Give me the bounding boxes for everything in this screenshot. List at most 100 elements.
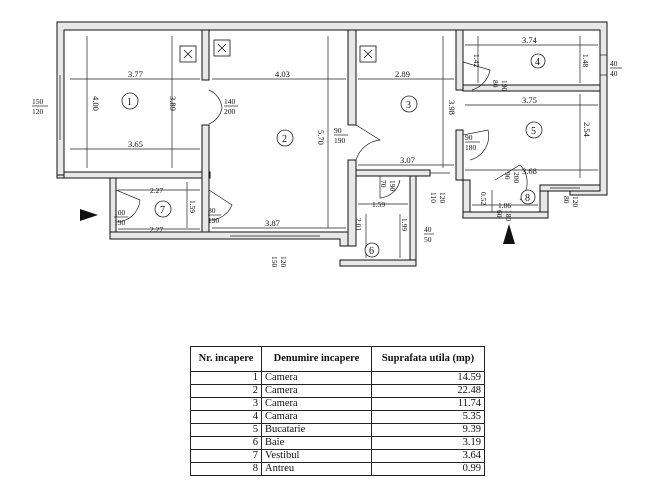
opening-window-left-top: 150 [32,97,44,106]
room-number: 1 [190,371,262,385]
opening-window6-top: 40 [424,225,432,234]
opening-door5-bottom: 180 [465,143,477,152]
opening-door8b-top: 60 [495,210,504,218]
room-name: Camera [261,384,372,398]
room-area: 11.74 [371,397,485,411]
table-row: 5 Bucatarie 9.39 [190,423,485,437]
table-row: 6 Baie 3.19 [190,436,485,450]
room-marker-6: 6 [369,246,374,257]
room-area: 5.35 [371,410,485,424]
table-row: 7 Vestibul 3.64 [190,449,485,463]
opening-window-bottom-bottom: 120 [279,256,288,268]
opening-door4-top: 80 [491,80,500,88]
room-marker-4: 4 [535,57,540,68]
header-room-number: Nr. incapere [190,346,262,372]
room-name: Baie [261,436,372,450]
table-row: 3 Camera 11.74 [190,397,485,411]
dim-r1-bottom: 3.65 [128,139,143,149]
floor-plan: 3.77 3.65 4.00 3.89 4.03 3.87 5.70 2.89 … [32,21,622,268]
dim-r8-left: 0.52 [479,192,488,205]
opening-door72-top: 80 [208,206,216,215]
room-marker-7: 7 [160,205,165,216]
opening-window-left-bottom: 120 [32,107,44,116]
room-marker-8: 8 [525,193,530,204]
room-name: Camera [261,397,372,411]
dim-r5-bottom: 3.68 [522,166,537,176]
room-name: Vestibul [261,449,372,463]
opening-door8b-bottom: 180 [504,210,513,222]
opening-window-bottom-top: 150 [270,256,279,268]
room-name: Bucatarie [261,423,372,437]
room-number: 7 [190,449,262,463]
windows [56,54,607,237]
dim-r7-top: 2.27 [150,186,163,195]
opening-window4-bottom: 40 [610,69,618,78]
dim-r1-left: 4.00 [91,96,101,111]
dim-r2-top: 4.03 [275,69,290,79]
room-area-table: Nr. incapere Denumire incapere Suprafata… [190,346,485,476]
room-number: 4 [190,410,262,424]
table-row: 8 Antreu 0.99 [190,462,485,476]
table-header-row: Nr. incapere Denumire incapere Suprafata… [190,346,485,372]
table-row: 2 Camera 22.48 [190,384,485,398]
dim-r1-top: 3.77 [128,69,143,79]
room-name: Camera [261,371,372,385]
entrance-arrows [80,209,515,244]
opening-entry-top: 100 [114,208,126,217]
room-markers: 1 2 3 4 5 6 7 8 [121,53,546,258]
opening-door12-top: 140 [224,97,236,106]
opening-window5-bottom: 120 [571,196,580,208]
opening-window-mid-bottom: 120 [438,192,447,204]
opening-door4-bottom: 190 [500,80,509,92]
dim-r8-top: 1.86 [498,201,511,210]
dim-r3-right: 3.98 [447,100,457,115]
room-number: 6 [190,436,262,450]
dim-r2-bottom: 3.87 [265,218,280,228]
opening-door6-bottom: 190 [388,180,397,192]
entrance-arrow-bottom-icon [503,224,515,244]
opening-door12-bottom: 200 [224,107,236,116]
dim-r7-right: 1.59 [188,200,197,213]
room-area: 14.59 [371,371,485,385]
room-area: 3.19 [371,436,485,450]
dim-r5-top: 3.75 [522,95,537,105]
dim-r2-right: 5.70 [316,130,326,145]
opening-door8-bottom: 200 [512,172,521,184]
dim-r6-right: 1.99 [400,218,409,231]
opening-window4-top: 40 [610,59,618,68]
room-number: 3 [190,397,262,411]
room-marker-5: 5 [531,126,536,137]
opening-door8-top: 90 [503,172,512,180]
opening-labels: 150 120 140 200 90 190 80 190 100 190 15… [32,59,622,268]
dim-r5-right: 2.54 [582,122,592,138]
table-row: 4 Camara 5.35 [190,410,485,424]
room-number: 8 [190,462,262,476]
room-number: 5 [190,423,262,437]
room-area: 22.48 [371,384,485,398]
opening-entry-bottom: 190 [114,218,126,227]
dimension-lines [70,36,598,258]
dim-r4-right: 1.48 [581,54,590,67]
opening-door5-top: 90 [465,133,473,142]
entrance-arrow-left-icon [80,209,98,221]
dim-r4-left: 1.42 [472,54,481,67]
walls [56,21,608,267]
vent-icons [179,39,377,63]
dim-r6-left: 2.01 [354,218,363,231]
dim-r3-bottom: 3.07 [400,155,415,165]
opening-window-mid-top: 110 [429,192,438,203]
opening-door72-bottom: 190 [208,216,220,225]
dim-r3-top: 2.89 [395,69,410,79]
room-name: Antreu [261,462,372,476]
opening-door23-bottom: 190 [334,136,346,145]
room-name: Camara [261,410,372,424]
room-number: 2 [190,384,262,398]
room-marker-2: 2 [282,134,287,145]
room-area: 3.64 [371,449,485,463]
dim-r4-top: 3.74 [522,35,538,45]
opening-window5-top: 80 [562,196,571,204]
dimension-labels: 3.77 3.65 4.00 3.89 4.03 3.87 5.70 2.89 … [91,35,592,234]
room-marker-3: 3 [406,100,411,111]
room-area: 9.39 [371,423,485,437]
dim-r6-top: 1.59 [372,200,385,209]
